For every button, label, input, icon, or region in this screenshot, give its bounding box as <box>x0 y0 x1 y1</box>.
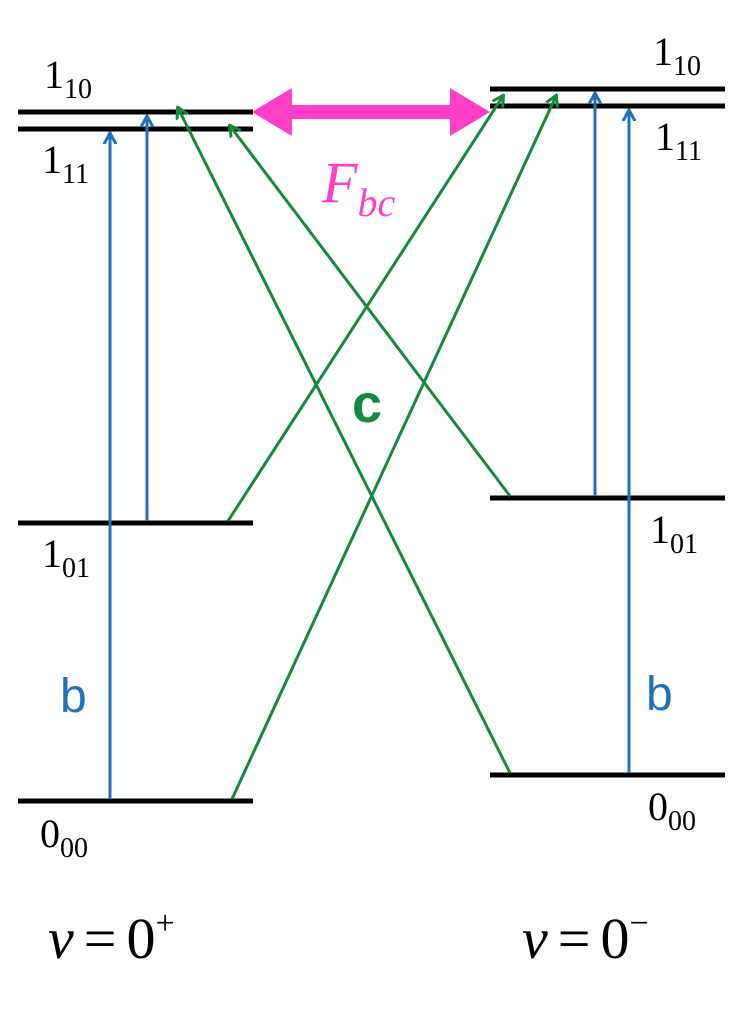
left-label-1-10: 110 <box>44 52 92 105</box>
b-label-left: b <box>60 670 87 723</box>
c-arrow-right-ground-to-left-1-10 <box>178 108 512 774</box>
c-arrow-left-1-01-to-right-1-10 <box>226 96 503 522</box>
coupling-arrowhead-right <box>450 88 490 136</box>
left-label-1-11: 111 <box>42 137 89 190</box>
c-arrow-right-1-01-to-left-1-11 <box>230 126 512 497</box>
right-state-label: v=0− <box>522 905 649 971</box>
right-energy-levels <box>490 86 725 778</box>
right-label-1-11: 111 <box>655 114 702 167</box>
c-arrow-left-ground-to-right-1-11 <box>230 96 556 800</box>
c-type-transitions <box>178 96 556 800</box>
coupling-double-arrow <box>252 88 490 136</box>
coupling-label: Fbc <box>321 150 395 225</box>
coupling-arrowhead-left <box>252 88 292 136</box>
right-label-1-01: 101 <box>650 507 698 560</box>
right-label-1-10: 110 <box>653 29 701 82</box>
b-label-right: b <box>646 668 673 721</box>
right-label-0-00: 000 <box>648 784 696 837</box>
left-state-label: v=0+ <box>48 905 175 971</box>
c-label: c <box>352 374 382 434</box>
b-type-transitions <box>110 94 629 799</box>
left-label-1-01: 101 <box>42 531 90 584</box>
left-label-0-00: 000 <box>40 811 88 864</box>
left-energy-levels <box>18 109 253 804</box>
